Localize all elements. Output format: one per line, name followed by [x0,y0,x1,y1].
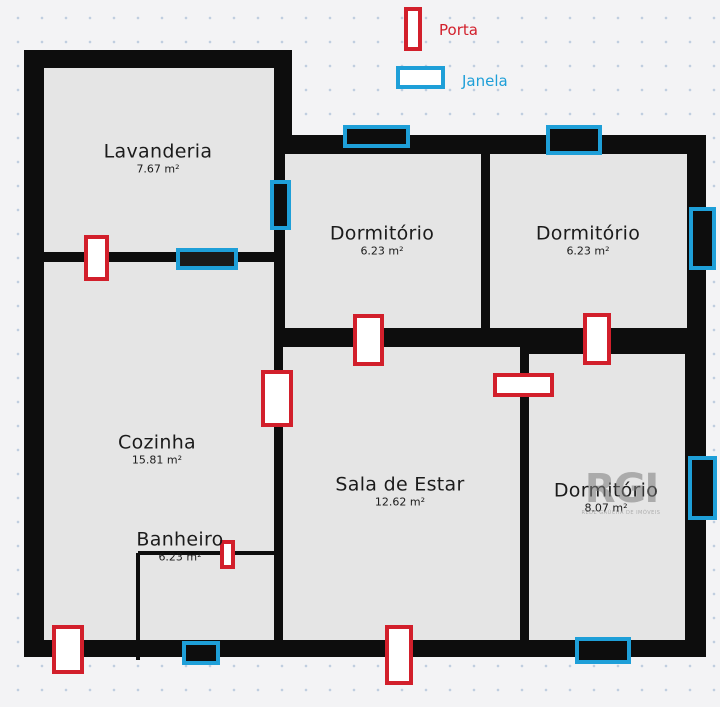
room-lavanderia: Lavanderia 7.67 m² [104,141,213,176]
room-dormitorio-1: Dormitório 6.23 m² [330,223,434,258]
window-dormitorio-2-side [689,207,716,270]
room-dormitorio-2: Dormitório 6.23 m² [536,223,640,258]
legend-door-label: Porta [439,21,478,39]
window-dormitorio-2 [546,125,602,155]
room-name: Cozinha [118,431,196,454]
room-name: Dormitório [535,222,641,245]
room-name: Dormitório [329,222,435,245]
doors [52,235,611,685]
floor-dormitorio-2 [490,154,687,328]
door-dormitorio-1 [353,314,384,366]
room-dormitorio-3: Dormitório 8.07 m² [554,480,658,515]
door-cozinha-sala [261,370,293,427]
window-dormitorio-3-side [688,456,717,520]
floor-dormitorio-3 [529,354,685,640]
room-area: 15.81 m² [131,453,183,467]
room-area: 8.07 m² [584,501,628,515]
room-cozinha: Cozinha 15.81 m² [118,432,196,467]
window-lavanderia [270,180,291,230]
room-area: 7.67 m² [136,162,180,176]
floor-lavanderia [44,68,274,252]
room-banheiro: Banheiro 6.23 m² [136,529,223,564]
room-area: 6.23 m² [360,244,404,258]
room-name: Banheiro [136,528,224,551]
windows [176,125,717,665]
watermark-logo: RGI [584,466,660,512]
door-dormitorio-2 [583,313,611,365]
banheiro-partition [136,551,274,660]
legend-window-swatch [396,66,445,89]
floor-cozinha [44,262,274,640]
legend [396,7,445,89]
room-area: 12.62 m² [374,495,426,509]
window-dormitorio-1 [343,125,410,148]
room-name: Sala de Estar [335,473,465,496]
door-entrance-left [52,625,84,674]
window-dormitorio-3 [575,637,631,664]
floor-dormitorio-1 [285,154,481,328]
window-banheiro [182,641,220,665]
watermark-subtitle: REDE GAÚCHA DE IMÓVEIS [581,510,661,516]
door-lavanderia-cozinha [84,235,109,281]
room-area: 6.23 m² [566,244,610,258]
room-name: Dormitório [553,479,659,502]
door-dormitorio-3 [493,373,554,397]
watermark: RGI REDE GAÚCHA DE IMÓVEIS [566,468,676,516]
room-area: 6.23 m² [158,550,202,564]
room-name: Lavanderia [103,140,213,163]
door-banheiro [220,540,235,569]
legend-window-label: Janela [462,72,508,90]
window-cozinha-internal [176,248,238,270]
legend-door-swatch [404,7,422,51]
room-floors [44,68,687,640]
room-sala-estar: Sala de Estar 12.62 m² [335,474,464,509]
door-entrance-sala [385,625,413,685]
floor-sala-estar [283,347,520,640]
